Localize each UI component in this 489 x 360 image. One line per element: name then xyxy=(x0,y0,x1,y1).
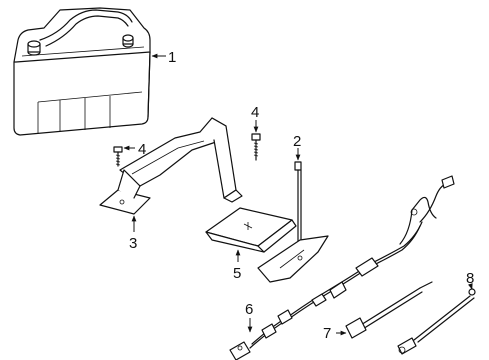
callout-8: 8 xyxy=(466,270,474,287)
rod-mount-bracket xyxy=(257,235,329,283)
callout-1: 1 xyxy=(168,49,176,66)
battery xyxy=(13,7,151,136)
battery-bracket xyxy=(99,117,243,215)
negative-cable xyxy=(397,288,476,355)
bolt-left xyxy=(113,146,123,167)
callout-5: 5 xyxy=(233,265,241,282)
bolt-right xyxy=(251,133,261,161)
callout-4-left: 4 xyxy=(138,141,146,158)
hold-down-plate xyxy=(205,207,297,253)
callout-2: 2 xyxy=(293,133,301,150)
callout-3: 3 xyxy=(129,235,137,252)
callout-leaders xyxy=(123,53,473,336)
callout-4-right: 4 xyxy=(251,104,259,121)
callout-7: 7 xyxy=(323,325,331,342)
ground-cable xyxy=(345,281,433,339)
callout-6: 6 xyxy=(245,301,253,318)
battery-cable-harness xyxy=(229,175,455,360)
